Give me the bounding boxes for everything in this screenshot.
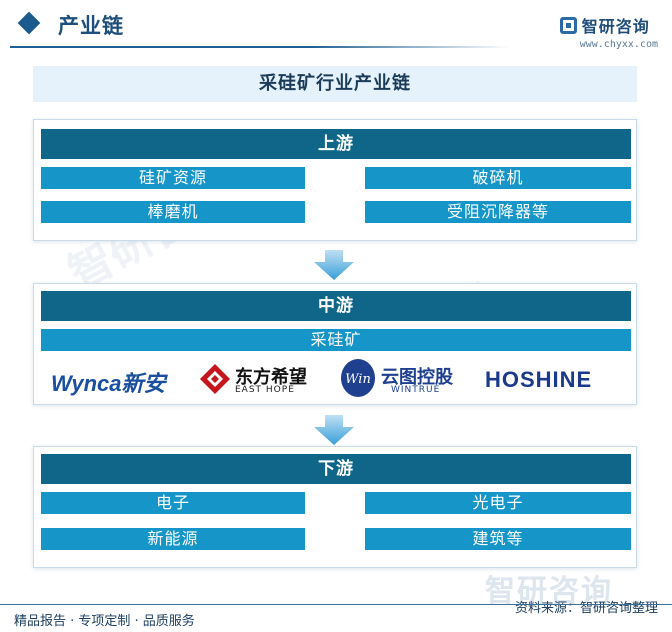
downstream-label: 下游 (41, 454, 631, 484)
down-arrow-icon (314, 415, 354, 445)
downstream-item: 新能源 (41, 528, 305, 550)
page-title: 产业链 (58, 14, 124, 38)
midstream-label: 中游 (41, 291, 631, 321)
wintrue-logo-icon: Win 云图控股 WINTRUE (339, 354, 469, 404)
wynca-logo-icon: Wynca新安 (51, 354, 181, 404)
easthope-mark-icon (200, 364, 230, 394)
upstream-item: 硅矿资源 (41, 167, 305, 189)
source-note: 资料来源：智研咨询整理 (514, 601, 658, 616)
company-name: HOSHINE (485, 367, 593, 392)
downstream-item: 建筑等 (365, 528, 631, 550)
company-subtitle: EAST HOPE (235, 385, 295, 395)
header-rule (10, 46, 510, 48)
company-name: 东方希望 (235, 367, 307, 388)
upstream-item: 棒磨机 (41, 201, 305, 223)
hoshine-logo-icon: HOSHINE (485, 354, 625, 404)
easthope-logo-icon: 东方希望 EAST HOPE (199, 354, 319, 404)
company-subtitle: WINTRUE (391, 385, 441, 395)
brand-logo-icon (559, 16, 577, 34)
page-header: Industrial Chain 产业链 智研咨询 www.chyxx.com (0, 0, 672, 52)
chain-title: 采硅矿行业产业链 (33, 66, 637, 102)
footer-rule (0, 604, 672, 605)
upstream-item: 破碎机 (365, 167, 631, 189)
svg-text:Win: Win (345, 372, 371, 387)
upstream-section: 上游 硅矿资源 破碎机 棒磨机 受阻沉降器等 (33, 119, 637, 241)
upstream-item: 受阻沉降器等 (365, 201, 631, 223)
brand: 智研咨询 www.chyxx.com (559, 13, 658, 50)
downstream-item: 光电子 (365, 492, 631, 514)
diamond-icon (17, 11, 41, 35)
downstream-section: 下游 电子 光电子 新能源 建筑等 (33, 446, 637, 568)
brand-url: www.chyxx.com (579, 39, 658, 50)
wintrue-mark-icon: Win (341, 359, 375, 397)
midstream-item: 采硅矿 (41, 329, 631, 351)
footer-slogan: 精品报告 · 专项定制 · 品质服务 (14, 614, 195, 629)
footer-watermark: 智研咨询 (485, 574, 613, 609)
company-name: 云图控股 (381, 367, 453, 388)
down-arrow-icon (314, 250, 354, 280)
midstream-section: 中游 采硅矿 Wynca新安 东方希望 EAST HOPE Win 云图控股 W… (33, 283, 637, 405)
company-logos: Wynca新安 东方希望 EAST HOPE Win 云图控股 WINTRUE … (41, 354, 631, 404)
downstream-item: 电子 (41, 492, 305, 514)
upstream-label: 上游 (41, 129, 631, 159)
company-name: Wynca新安 (51, 371, 166, 396)
brand-name: 智研咨询 (581, 17, 650, 36)
